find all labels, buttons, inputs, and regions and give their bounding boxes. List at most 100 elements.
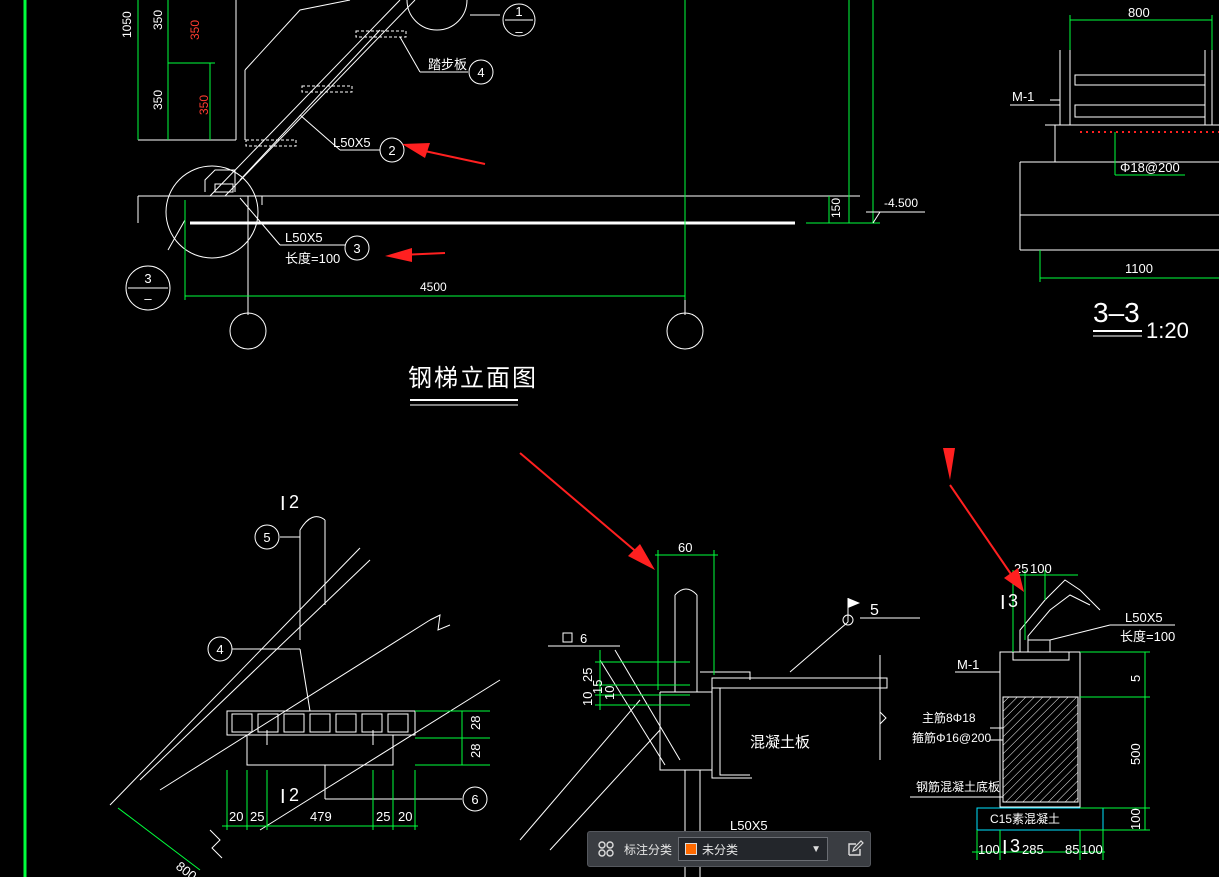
m1-label-top: M-1 [1012, 89, 1034, 104]
red-arrow-4-tail [943, 448, 955, 480]
detail-3-dims [972, 570, 1150, 860]
section-mark-2-bottom-num: 2 [289, 785, 299, 805]
annotation-category-toolbar: 标注分类 未分类 ▼ [587, 831, 871, 867]
callout-4: 4 [477, 65, 484, 80]
chevron-down-icon: ▼ [811, 843, 822, 855]
dim-25-mid: 25 [580, 668, 595, 682]
dim-479: 479 [310, 809, 332, 824]
angle-label-2: L50X5 [333, 135, 371, 150]
base-label: 钢筋混凝土底板 [916, 779, 1000, 794]
section-3-3-text: 800 1100 M-1 Φ18@200 3–3 1:20 [1012, 5, 1189, 343]
dim-100-d3-top: 100 [1030, 561, 1052, 576]
section-mark-2-top-num: 2 [289, 492, 299, 512]
flag-5-icon [848, 598, 860, 608]
red-arrow-2-head [385, 248, 412, 262]
dim-1050: 1050 [120, 11, 134, 38]
dim-20-b: 20 [398, 809, 412, 824]
elevation-labels: 踏步板 L50X5 L50X5 长度=100 钢梯立面图 [285, 57, 536, 392]
red-arrow-1-head [402, 143, 430, 158]
section-mark-3-bottom-num: 3 [1010, 836, 1020, 856]
dim-28-a: 28 [468, 716, 483, 730]
dim-350-d: 350 [197, 95, 211, 115]
red-arrow-3-head [628, 544, 655, 570]
angle-label-d3: L50X5 [1125, 610, 1163, 625]
detail-3-text: I 3 I 3 25 100 5 500 100 100 285 85 100 … [912, 561, 1175, 859]
section-mark-3-top: I [1000, 592, 1006, 614]
section-3-3-scale: 1:20 [1146, 318, 1189, 343]
detail-mid-dims [595, 550, 718, 710]
toolbar-label: 标注分类 [624, 842, 673, 857]
dim-100-d3-side: 100 [1128, 808, 1143, 830]
detail-mark-3-sub: – [144, 291, 152, 306]
category-color-swatch [685, 843, 698, 855]
detail-2-callouts [207, 524, 488, 812]
box-6-label: 6 [580, 631, 587, 646]
angle-label-3: L50X5 [285, 230, 323, 245]
callout-1: 1 [515, 4, 522, 19]
dim-800-bottom: 800 [173, 858, 199, 877]
detail-mid-text: 60 25 15 10 10 6 5 混凝土板 L50X5 [580, 540, 879, 833]
dim-100-d3-a: 100 [978, 842, 1000, 857]
red-arrow-1 [419, 149, 486, 165]
red-annotation-arrows [385, 143, 1024, 592]
detail-2-text: I 2 I 2 28 28 20 25 479 25 20 800 [173, 492, 483, 877]
tread-label: 踏步板 [428, 57, 467, 72]
dim-10-a: 10 [580, 692, 595, 706]
edit-icon[interactable] [842, 836, 868, 862]
detail-mark-3: 3 [144, 271, 151, 286]
dim-28-b: 28 [468, 744, 483, 758]
dim-150: 150 [829, 198, 843, 218]
dim-350-c: 350 [151, 90, 165, 110]
dim-1100: 1100 [1125, 261, 1153, 276]
category-select[interactable]: 未分类 ▼ [678, 837, 829, 861]
detail-3 [910, 579, 1175, 808]
grid-icon[interactable] [592, 835, 620, 863]
length-label: 长度=100 [285, 251, 340, 266]
section-3-3-dims [1039, 15, 1219, 282]
slab-label: 混凝土板 [750, 733, 810, 751]
dim-20-a: 20 [229, 809, 243, 824]
callout-5: 5 [263, 530, 270, 545]
elevation-callout-text: 1 – 2 3 4 3 – [144, 4, 523, 306]
section-mark-3-bottom: I [1002, 837, 1008, 859]
flag-5-label: 5 [870, 602, 879, 619]
detail-2-callout-text: 5 4 6 [216, 530, 478, 807]
rebar-stirrup-label: 箍筋Φ16@200 [912, 730, 991, 745]
dim-350-a: 350 [151, 10, 165, 30]
level-text: -4.500 [884, 196, 918, 210]
dim-25-a: 25 [250, 809, 264, 824]
red-arrow-4-head [1004, 568, 1024, 592]
dim-85-d3: 85 [1065, 842, 1079, 857]
rebar-label-top: Φ18@200 [1120, 160, 1180, 175]
m1-label-d3: M-1 [957, 657, 979, 672]
detail-2-dims [117, 710, 490, 871]
rebar-main-label: 主筋8Φ18 [922, 710, 976, 725]
box-6-marker [562, 632, 573, 643]
flag-5-circle [842, 614, 854, 626]
c15-label: C15素混凝土 [990, 811, 1060, 826]
length-label-d3: 长度=100 [1120, 629, 1175, 644]
c15-box [976, 807, 1104, 831]
detail-2 [109, 516, 501, 859]
dim-5-d3: 5 [1128, 675, 1143, 682]
dim-500-d3: 500 [1128, 743, 1143, 765]
section-3-3-title: 3–3 [1093, 297, 1140, 328]
detail-mid [519, 588, 920, 877]
dim-10-b: 10 [602, 686, 617, 700]
callout-3: 3 [353, 241, 360, 256]
red-arrow-4 [949, 484, 1016, 581]
elevation-dims [137, 0, 925, 300]
dim-350-b: 350 [188, 20, 202, 40]
callout-6: 6 [471, 792, 478, 807]
category-selected-value: 未分类 [702, 842, 739, 857]
dim-60: 60 [678, 540, 692, 555]
section-3-3 [1010, 50, 1219, 251]
dim-800-top: 800 [1128, 5, 1150, 20]
stair-elevation [137, 0, 874, 315]
callout-1-sub: – [515, 24, 523, 39]
section-mark-2-bottom: I [280, 786, 286, 808]
dim-4500: 4500 [420, 280, 447, 294]
red-arrow-3 [519, 452, 641, 556]
section-mark-2-top: I [280, 493, 286, 515]
